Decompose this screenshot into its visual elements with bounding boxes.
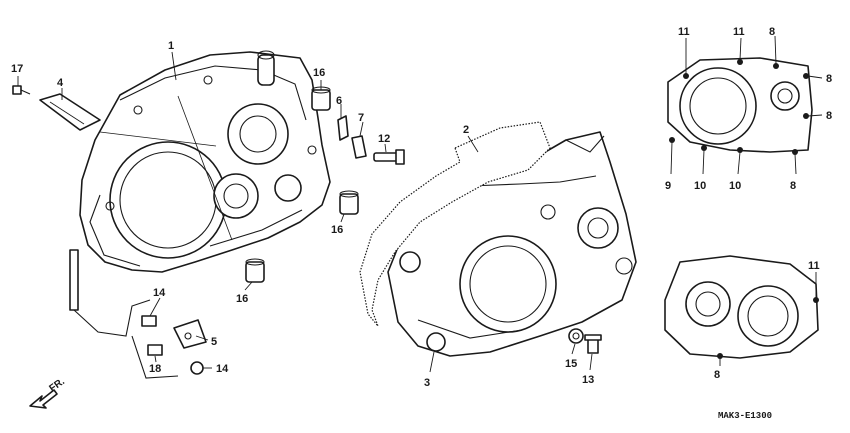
inset-case-upper [667,57,813,155]
dowel-pin-upper [311,86,331,111]
callout-8e: 8 [714,369,720,381]
callout-8c: 8 [826,110,832,122]
callout-11c: 11 [808,260,820,272]
callout-9: 9 [665,180,671,192]
callout-8b: 8 [826,73,832,85]
cover-plate-4 [39,93,101,131]
inset-case-lower [664,255,819,359]
callout-5: 5 [211,336,217,348]
callout-8a: 8 [769,26,775,38]
callout-18: 18 [149,363,161,375]
callout-16b: 16 [331,224,343,236]
callout-10b: 10 [729,180,741,192]
bolt-17 [12,85,31,95]
right-crankcase [387,131,637,357]
callout-11a: 11 [678,26,690,38]
callout-12: 12 [378,133,390,145]
bolt-14-upper [141,315,157,327]
bolt-12 [373,149,405,165]
crankcase-gasket [359,121,551,327]
callout-7: 7 [358,112,364,124]
front-arrow-icon [29,389,58,409]
callout-16a: 16 [313,67,325,79]
callout-labels: 1 2 3 4 5 6 7 8 8 8 8 8 9 10 10 11 11 11… [11,26,832,389]
clip-6 [337,115,349,141]
callout-3: 3 [424,377,430,389]
callout-17: 17 [11,63,23,75]
callout-1: 1 [168,40,174,52]
bracket-5 [173,319,207,349]
callout-14b: 14 [216,363,229,375]
callout-4: 4 [57,77,64,89]
oil-pipe [69,249,179,379]
callout-2: 2 [463,124,469,136]
front-label: FR. [47,376,67,394]
diagram-code: MAK3-E1300 [718,411,772,421]
callout-11b: 11 [733,26,745,38]
leader-lines [17,35,823,373]
clip-7 [351,135,367,159]
callout-15: 15 [565,358,577,370]
callout-10a: 10 [694,180,706,192]
bolt-14-lower [190,361,204,375]
callout-14a: 14 [153,287,166,299]
callout-13: 13 [582,374,594,386]
washer-15 [568,328,584,344]
dowel-pin-middle [339,190,359,215]
front-direction-marker: FR. [29,376,67,409]
drain-bolt-13 [584,334,602,354]
callout-6: 6 [336,95,342,107]
bolt-18 [147,344,163,356]
left-crankcase [79,50,331,273]
dowel-pin-lower [245,258,265,283]
callout-16c: 16 [236,293,248,305]
callout-8d: 8 [790,180,796,192]
